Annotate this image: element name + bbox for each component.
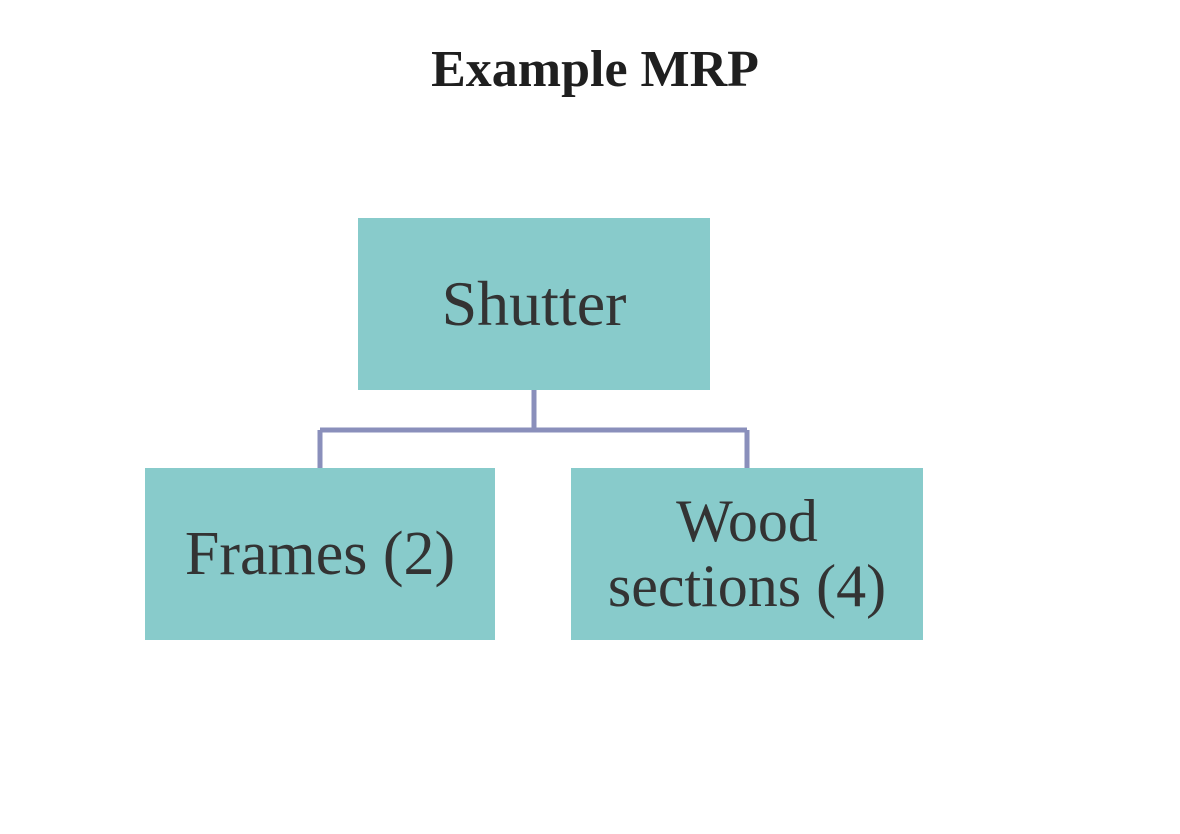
node-wood-sections: Wood sections (4)	[571, 468, 923, 640]
diagram-title: Example MRP	[431, 41, 759, 98]
node-shutter: Shutter	[358, 218, 710, 390]
node-wood-sections-label: Wood sections (4)	[607, 488, 887, 619]
node-shutter-label: Shutter	[441, 268, 627, 340]
node-frames-label: Frames (2)	[184, 519, 456, 588]
node-frames: Frames (2)	[145, 468, 495, 640]
